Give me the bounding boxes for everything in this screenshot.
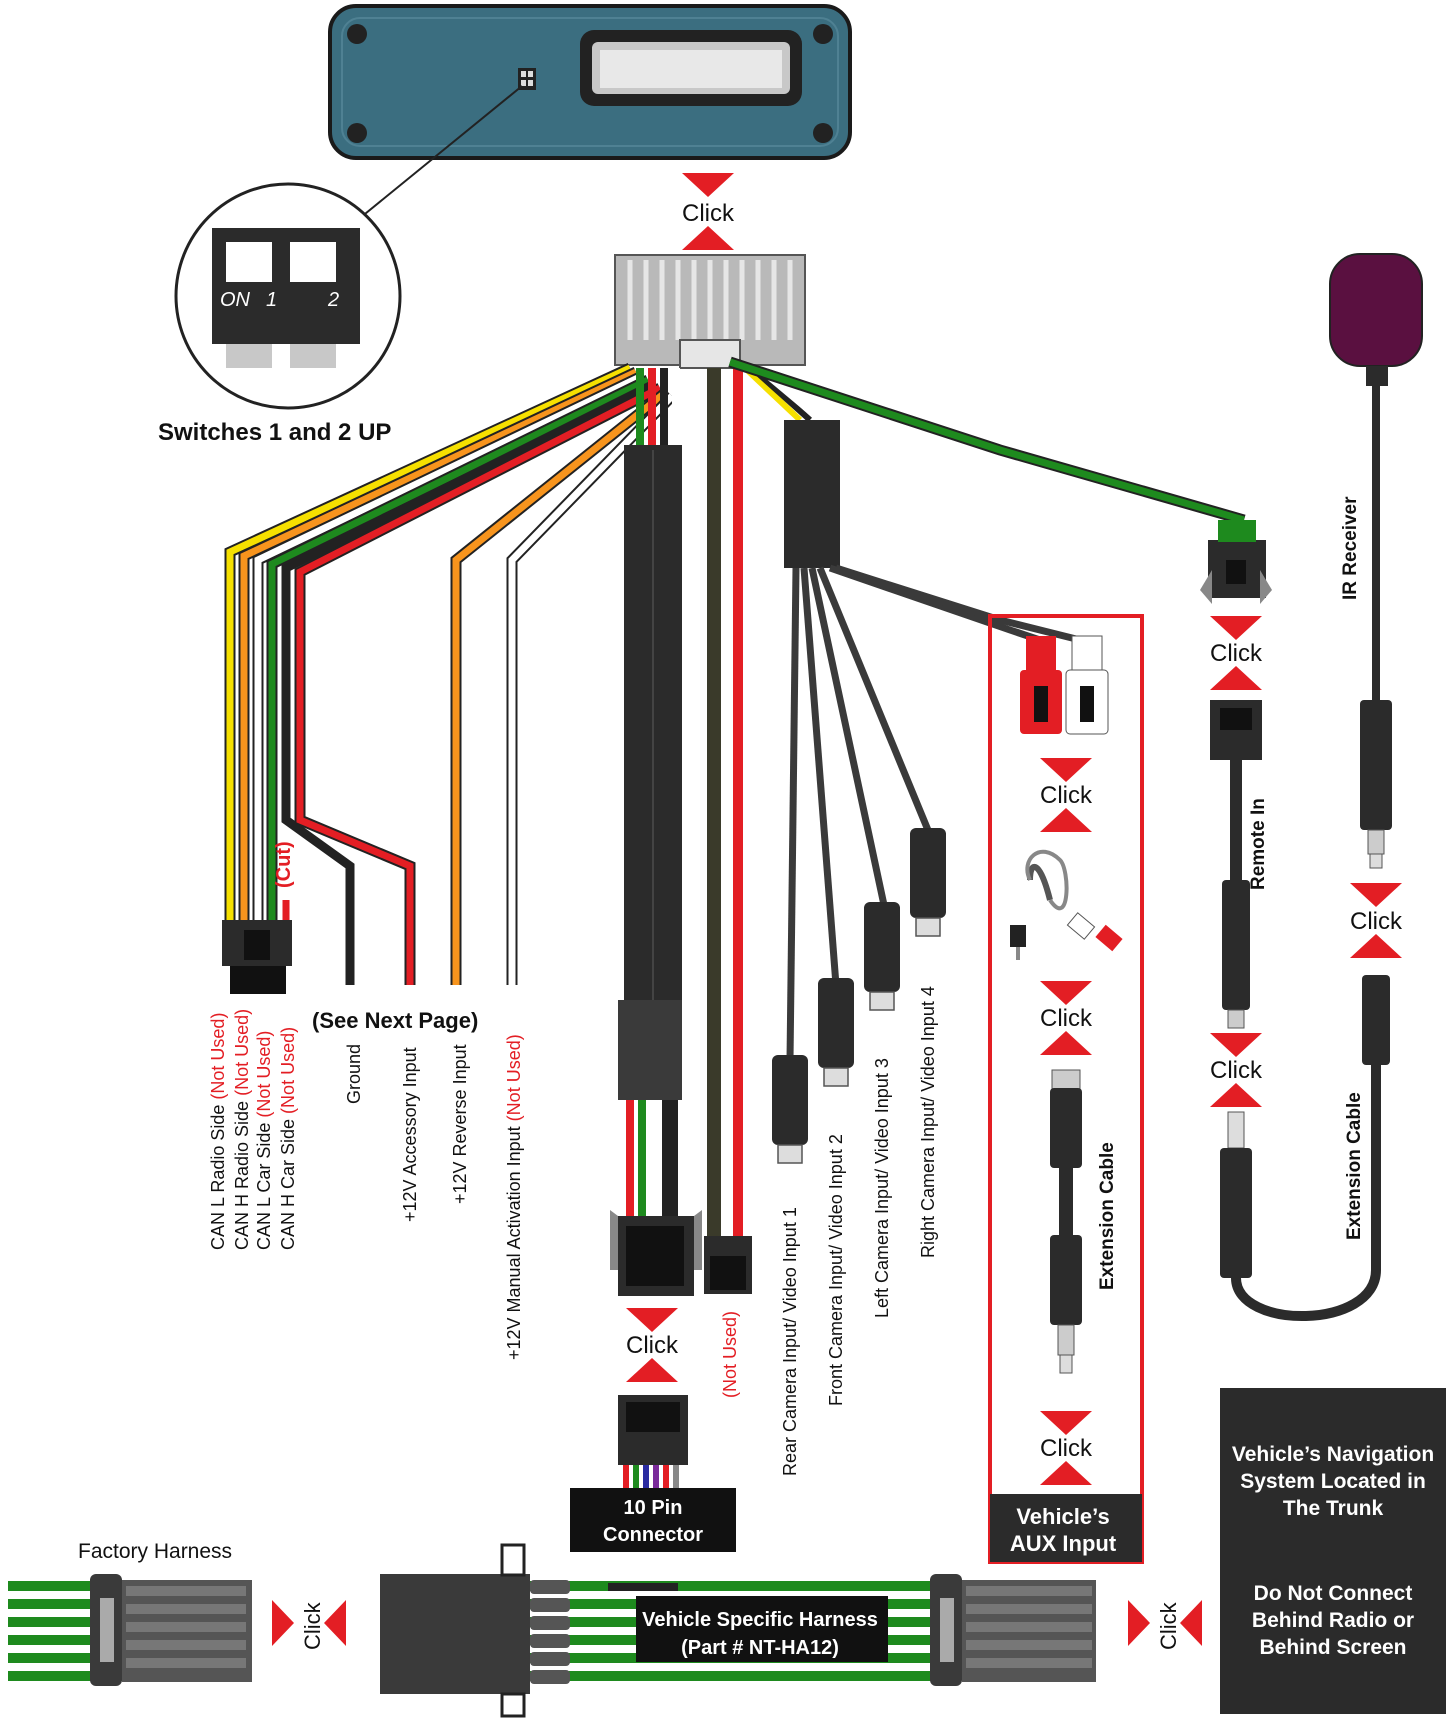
ten-pin-plug: 10 Pin Connector: [570, 1395, 736, 1552]
main-harness-connector: [614, 254, 806, 369]
remote-in-cable: [728, 356, 1272, 604]
factory-harness-label: Factory Harness: [78, 1540, 232, 1563]
ten-pin-line1: 10 Pin: [624, 1497, 683, 1519]
aux-label-line2: AUX Input: [1010, 1531, 1117, 1556]
notice-l5: Behind Radio or: [1252, 1609, 1414, 1632]
label-can-h-radio: CAN H Radio Side (Not Used): [232, 1009, 252, 1250]
label-manual: +12V Manual Activation Input (Not Used): [504, 1034, 524, 1360]
camera-breakout: [742, 365, 1081, 1164]
click-label-aux-3: Click: [1040, 1435, 1093, 1462]
aux-ext-label: Extension Cable: [1097, 1142, 1118, 1290]
notice-l6: Behind Screen: [1259, 1636, 1406, 1659]
label-can-h-car: CAN H Car Side (Not Used): [278, 1027, 298, 1250]
dip-on-label: ON: [220, 289, 251, 311]
left-wires: [224, 363, 676, 985]
cut-label: (Cut): [273, 841, 295, 888]
label-not-used-pair: (Not Used): [720, 1311, 740, 1398]
dip-caption: Switches 1 and 2 UP: [158, 419, 391, 446]
remote-in-label: Remote In: [1248, 798, 1269, 890]
click-label-aux-2: Click: [1040, 1005, 1093, 1032]
notice-l4: Do Not Connect: [1254, 1582, 1413, 1605]
harness-line1: Vehicle Specific Harness: [642, 1609, 878, 1631]
dip-num2: 2: [327, 289, 339, 311]
aux-label-line1: Vehicle’s: [1016, 1504, 1109, 1529]
ir-receiver: [1329, 253, 1423, 869]
click-label-remote-1: Click: [1210, 640, 1263, 667]
y-splitter-cable: [1010, 849, 1123, 960]
click-label-ir: Click: [1350, 908, 1403, 935]
label-can-l-car: CAN L Car Side (Not Used): [254, 1031, 274, 1250]
label-can-l-radio: CAN L Radio Side (Not Used): [208, 1013, 228, 1250]
click-label-vehicle: Click: [1156, 1601, 1181, 1650]
center-bundle: [610, 368, 702, 1296]
click-label-factory: Click: [300, 1601, 325, 1650]
click-label-remote-2: Click: [1210, 1057, 1263, 1084]
ten-pin-line2: Connector: [603, 1524, 703, 1546]
notice-box: Vehicle’s Navigation System Located in T…: [1220, 1388, 1446, 1714]
label-cam-front: Front Camera Input/ Video Input 2: [826, 1134, 846, 1406]
label-cam-rear: Rear Camera Input/ Video Input 1: [780, 1207, 800, 1476]
aux-extension-cable: [1050, 1069, 1082, 1374]
notice-l2: System Located in: [1240, 1470, 1426, 1493]
ir-extension-cable: [1220, 975, 1390, 1321]
factory-harness: [8, 1574, 252, 1686]
ir-receiver-label: IR Receiver: [1340, 496, 1361, 600]
dip-num1: 1: [266, 289, 277, 311]
interface-module: [328, 4, 852, 160]
notice-l1: Vehicle’s Navigation: [1232, 1443, 1434, 1466]
see-next-page: (See Next Page): [312, 1008, 478, 1033]
ir-ext-label: Extension Cable: [1344, 1092, 1365, 1240]
vehicle-specific-harness: Vehicle Specific Harness (Part # NT-HA12…: [380, 1543, 1096, 1718]
dip-switch-detail: ON 1 2: [174, 182, 402, 410]
label-cam-right: Right Camera Input/ Video Input 4: [918, 986, 938, 1258]
label-reverse: +12V Reverse Input: [450, 1044, 470, 1204]
label-cam-left: Left Camera Input/ Video Input 3: [872, 1058, 892, 1318]
harness-line2: (Part # NT-HA12): [681, 1637, 839, 1659]
label-acc: +12V Accessory Input: [400, 1047, 420, 1222]
label-ground: Ground: [344, 1044, 364, 1104]
click-label-aux-1: Click: [1040, 782, 1093, 809]
click-label-top: Click: [682, 200, 735, 227]
not-used-pair: [704, 368, 752, 1294]
rca-pair: [1020, 635, 1109, 735]
click-label-10pin: Click: [626, 1332, 679, 1359]
remote-in-plug: [1210, 700, 1262, 1029]
can-connector: [222, 920, 292, 994]
notice-l3: The Trunk: [1283, 1497, 1384, 1520]
